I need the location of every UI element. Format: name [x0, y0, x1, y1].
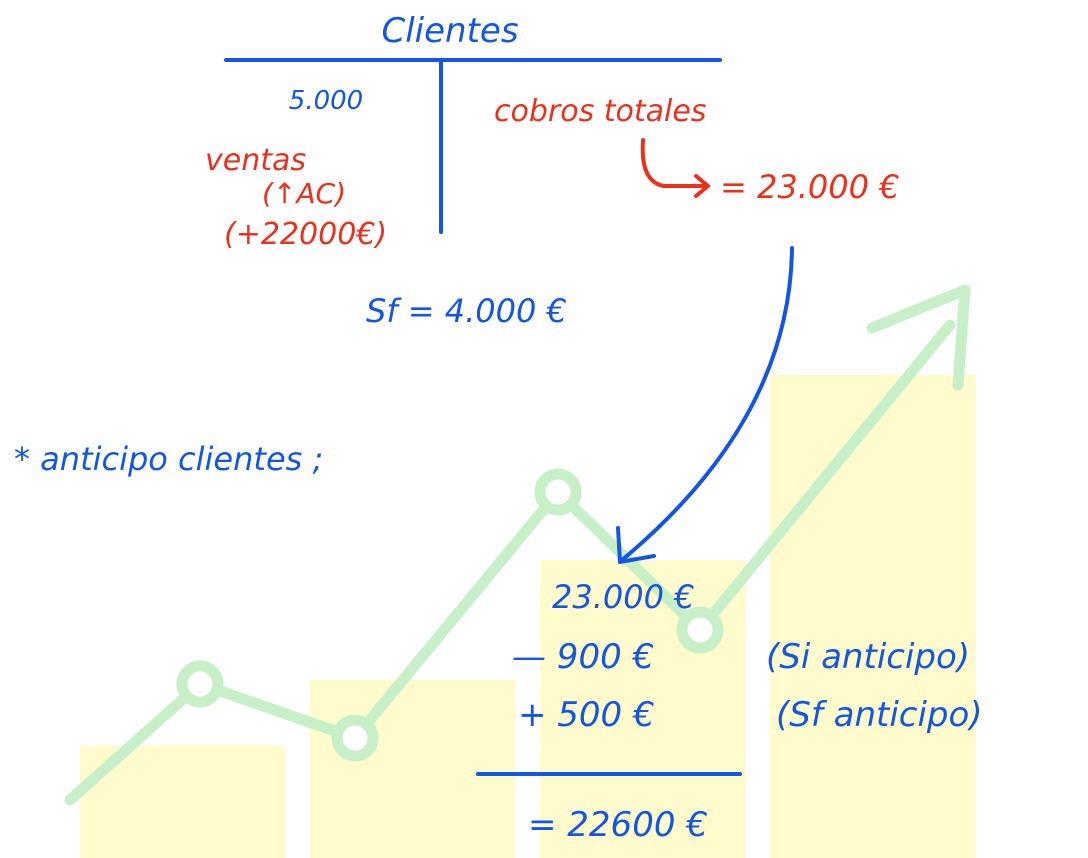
anticipo-note: * anticipo clientes ; [14, 440, 323, 478]
note-ventas: ventas [205, 143, 306, 178]
trend-node-2 [331, 714, 379, 762]
note-asset-increase: (↑AC) [262, 177, 346, 210]
background-bar-2 [310, 680, 516, 858]
calc-comment-2: (Sf anticipo) [776, 695, 983, 735]
credit-label: cobros totales [494, 94, 706, 129]
calc-comment-1: (Si anticipo) [766, 637, 970, 677]
calc-line-2: — 900 € [512, 637, 654, 677]
trend-node-1 [176, 660, 224, 708]
final-balance: Sf = 4.000 € [366, 292, 567, 330]
connector-arrow [616, 246, 794, 564]
trend-node-4 [676, 606, 724, 654]
t-account [224, 58, 722, 234]
calculation-block: 23.000 € — 900 € (Si anticipo) + 500 € (… [476, 578, 983, 845]
calc-line-1: 23.000 € [552, 578, 695, 616]
credit-arrow [640, 138, 710, 198]
calc-result: = 22600 € [528, 805, 708, 845]
background-bar-4 [770, 375, 976, 858]
background-trend-arrow-graphic [64, 284, 971, 806]
background-bar-chart-graphic [80, 375, 976, 858]
credit-result: = 23.000 € [720, 168, 899, 206]
calc-line-3: + 500 € [518, 695, 655, 735]
t-account-title: Clientes [381, 11, 518, 51]
trend-node-3 [534, 468, 582, 516]
note-sales-amount: (+22000€) [224, 217, 387, 252]
debit-value: 5.000 [289, 86, 363, 116]
